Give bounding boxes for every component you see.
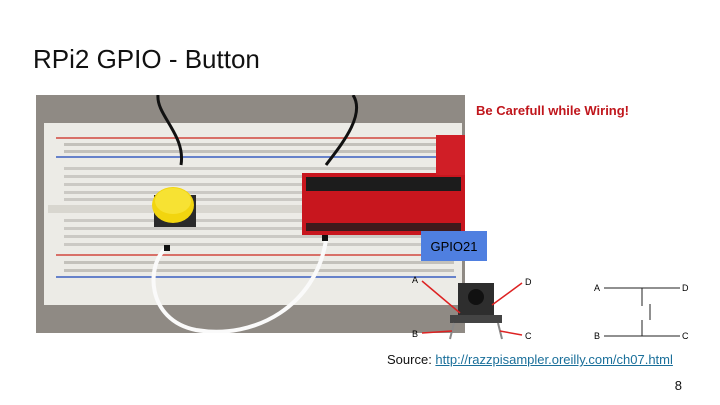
tactile-switch-diagram: A D B C <box>412 275 532 341</box>
breadboard-photo <box>36 95 465 333</box>
switch-pin-b: B <box>412 329 418 339</box>
slide-title: RPi2 GPIO - Button <box>33 44 260 74</box>
source-link[interactable]: http://razzpisampler.oreilly.com/ch07.ht… <box>435 352 673 367</box>
schematic-pin-b: B <box>594 331 600 341</box>
switch-pin-a: A <box>412 275 418 285</box>
source-citation: Source: http://razzpisampler.oreilly.com… <box>387 352 673 367</box>
gpio-label: GPIO21 <box>421 231 487 261</box>
page-number: 8 <box>674 378 682 393</box>
schematic-pin-c: C <box>682 331 689 341</box>
source-prefix: Source: <box>387 352 436 367</box>
switch-schematic: A D B C <box>594 283 689 341</box>
switch-pin-d: D <box>525 277 532 287</box>
schematic-pin-d: D <box>682 283 689 293</box>
schematic-pin-a: A <box>594 283 600 293</box>
warning-text: Be Carefull while Wiring! <box>476 103 630 118</box>
switch-pin-c: C <box>525 331 532 341</box>
